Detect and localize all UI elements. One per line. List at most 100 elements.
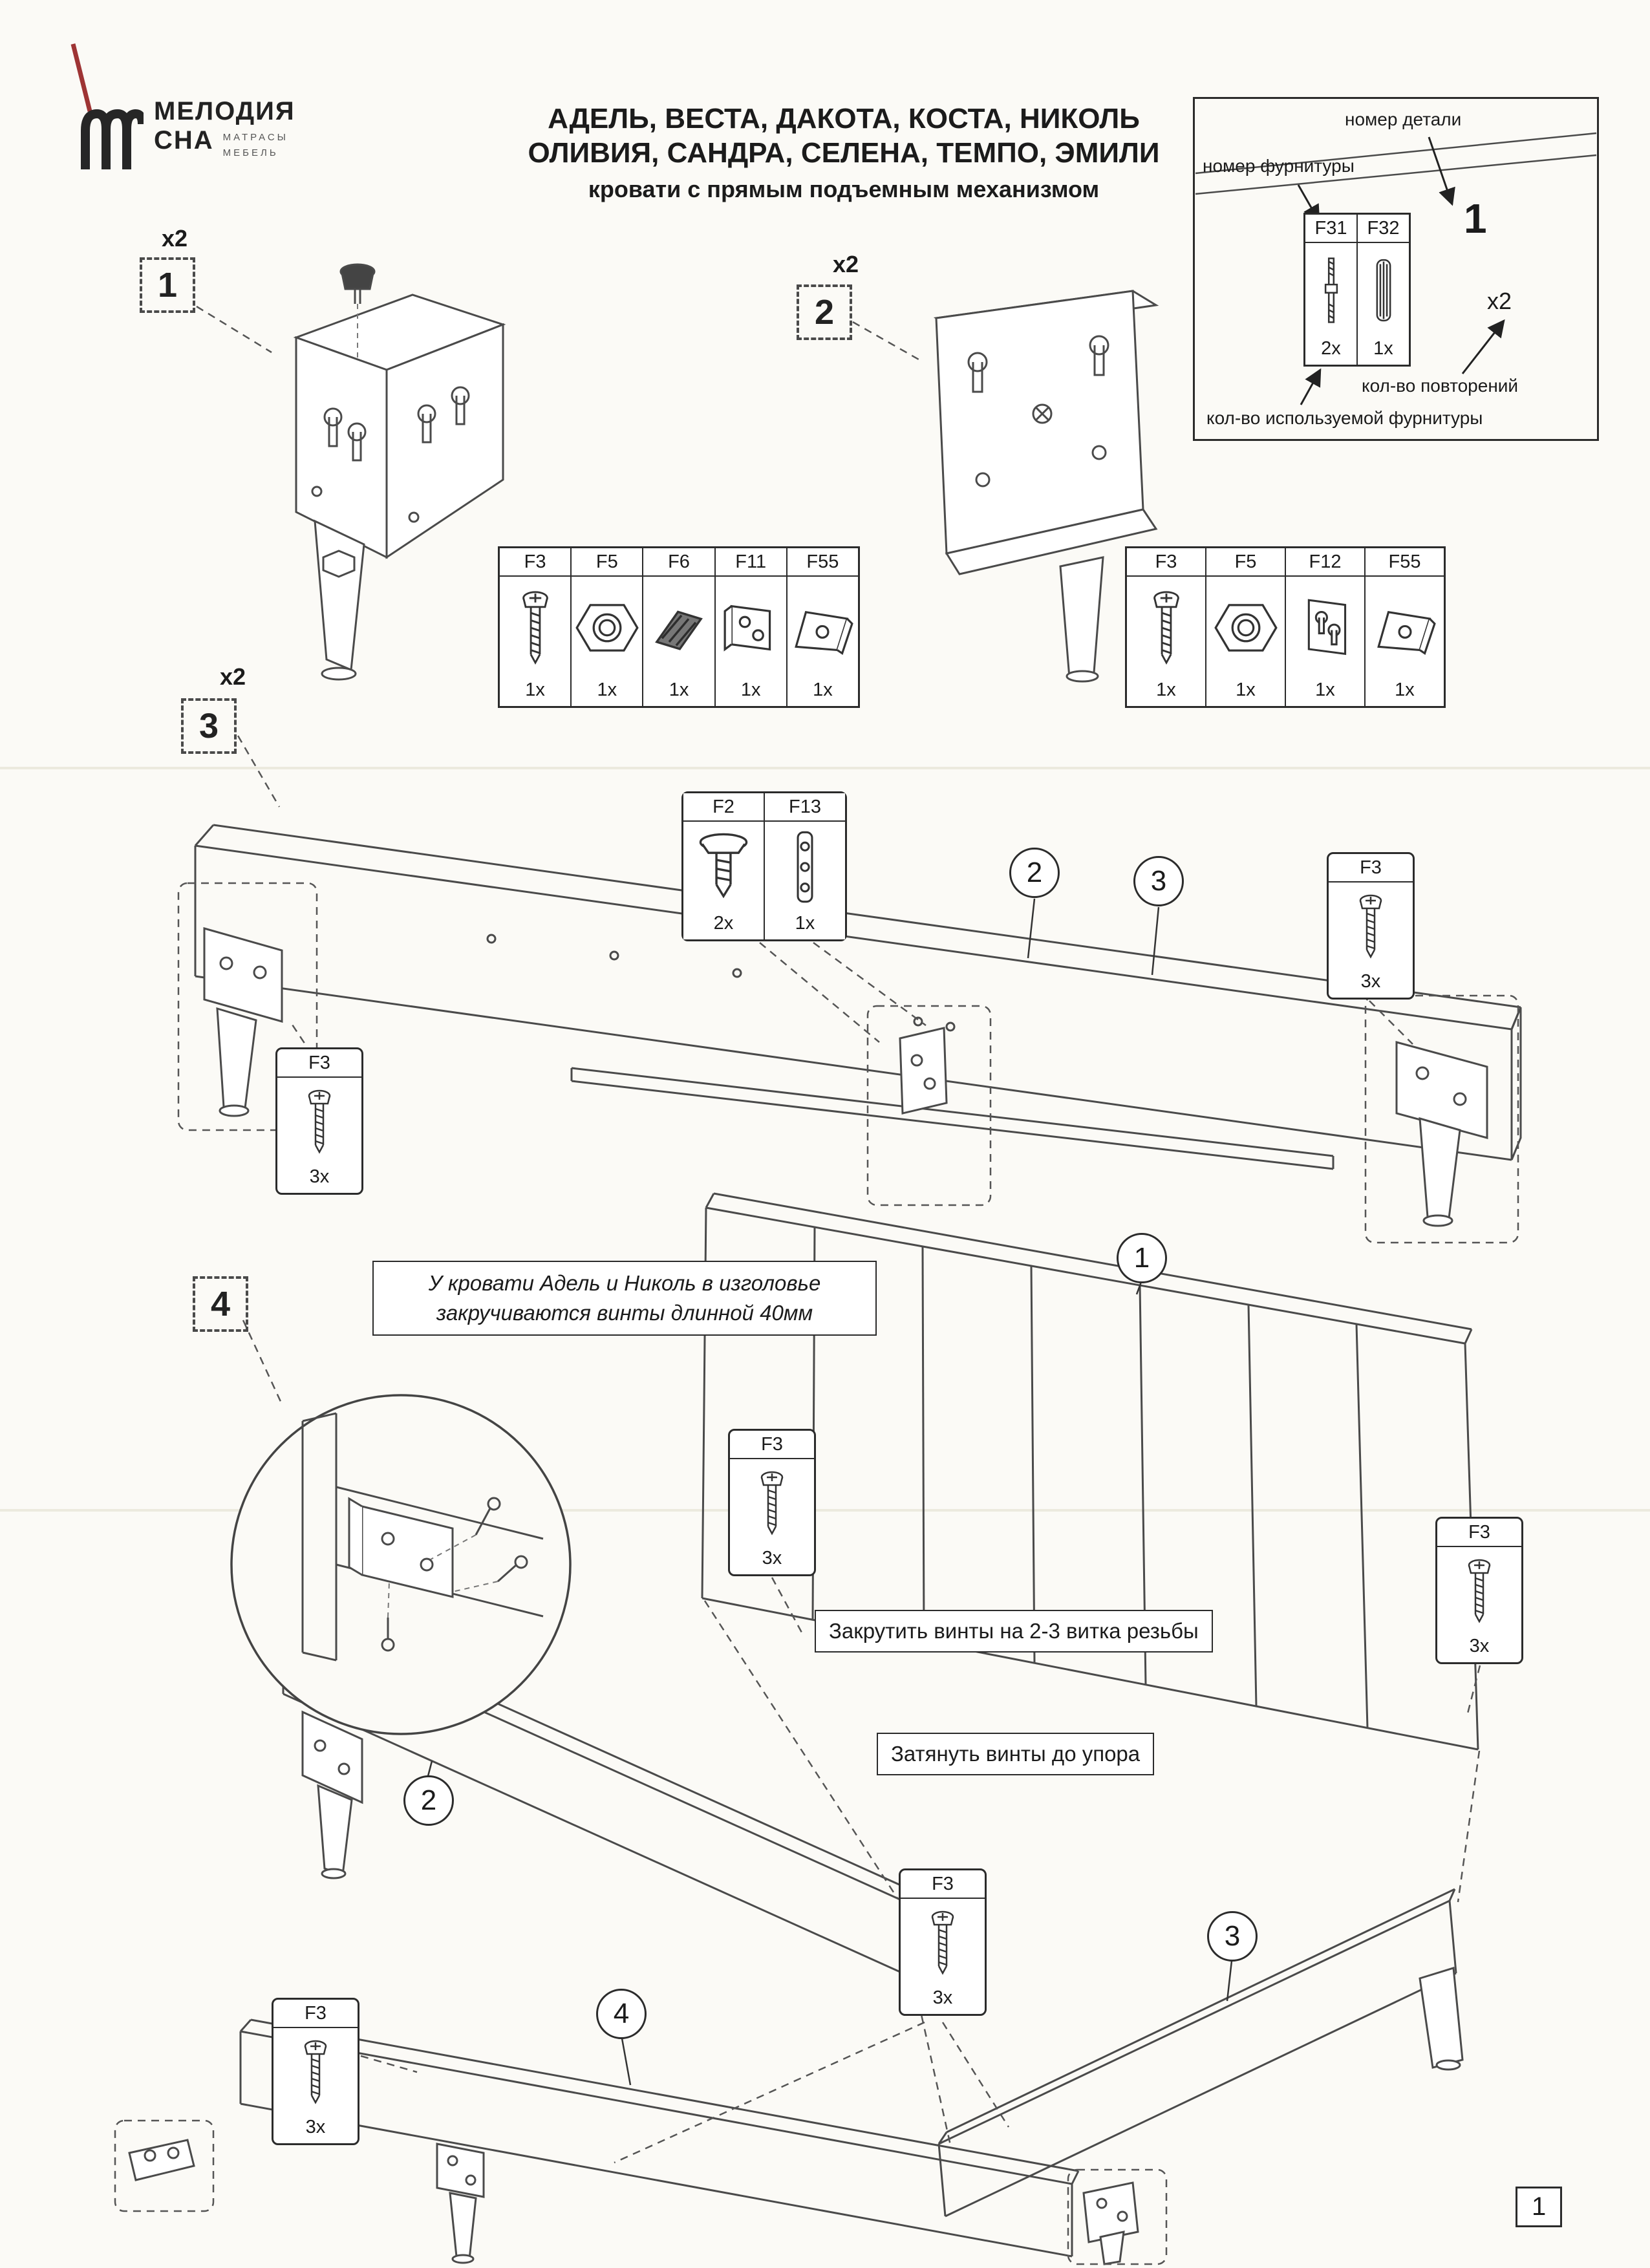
hex-nut-icon — [572, 577, 642, 678]
hardware-code: F2 — [683, 793, 764, 822]
hardware-item-f55: F55 1x — [786, 548, 859, 706]
step4-note-box: У кровати Адель и Николь в изголовье зак… — [372, 1261, 877, 1336]
step1-number: 1 — [140, 257, 195, 313]
page-number: 1 — [1516, 2187, 1563, 2227]
mounting-plate-icon — [716, 577, 786, 678]
legend-repeat-count: x2 — [1487, 288, 1512, 314]
ref-circle-right-rail: 3 — [1207, 1911, 1258, 1962]
mounting-plate-icon — [1286, 577, 1364, 678]
step3-number: 3 — [181, 698, 237, 754]
step1-bracket-drawing — [293, 263, 506, 681]
step4-number: 4 — [193, 1276, 248, 1332]
confirmat-screw-icon — [500, 577, 570, 678]
note-line1: У кровати Адель и Николь в изголовье — [428, 1271, 821, 1295]
legend-arrows — [1195, 132, 1597, 405]
brand-name-line1: МЕЛОДИЯ — [154, 97, 295, 125]
flat-head-screw-icon — [683, 822, 764, 912]
hardware-qty: 1x — [813, 679, 833, 700]
instruction-box-1: Закрутить винты на 2-3 витка резьбы — [815, 1610, 1213, 1653]
step3-ref-leaders — [1027, 898, 1160, 976]
hardware-code: F6 — [643, 548, 714, 577]
legend-hardware-number-label: номер фурнитуры — [1203, 156, 1355, 176]
hardware-item-f55: F55 1x — [1364, 548, 1444, 706]
brand-text: МЕЛОДИЯ СНА МАТРАСЫ МЕБЕЛЬ — [154, 97, 320, 161]
hardware-code: F13 — [765, 793, 845, 822]
confirmat-screw-icon — [277, 1078, 361, 1165]
magnifier-detail — [230, 1394, 572, 1735]
step4-callout-frame-mid: F3 3x — [899, 1868, 987, 2016]
corner-wedge-icon — [788, 577, 858, 678]
hardware-qty: 1x — [1156, 679, 1176, 700]
hardware-code: F3 — [1127, 548, 1205, 577]
hardware-code: F55 — [1366, 548, 1444, 577]
corner-wedge-icon — [1366, 577, 1444, 678]
washer-pad-icon — [643, 577, 714, 678]
hardware-qty: 1x — [1395, 679, 1415, 700]
hardware-qty: 3x — [1360, 971, 1381, 992]
hardware-qty: 3x — [309, 1166, 330, 1187]
ref-circle-step3: 3 — [1133, 856, 1184, 906]
step4-frame-drawing — [128, 1610, 1464, 2265]
hardware-qty: 1x — [1236, 679, 1256, 700]
hardware-qty: 3x — [1469, 1636, 1490, 1656]
hardware-code: F3 — [500, 548, 571, 577]
page-title-line2: ОЛИВИЯ, САНДРА, СЕЛЕНА, ТЕМПО, ЭМИЛИ — [528, 136, 1160, 169]
hardware-code: F12 — [1286, 548, 1364, 577]
hardware-code: F55 — [787, 548, 859, 577]
instruction-box-2: Затянуть винты до упора — [877, 1733, 1155, 1775]
mounting-strip-icon — [765, 822, 845, 912]
brand-name-line2: СНА — [154, 126, 214, 155]
step1-hardware-box: F3 1x F5 1x F6 1x F11 1x — [498, 546, 860, 708]
ref-circle-front-rail: 4 — [596, 1989, 647, 2039]
hex-nut-icon — [1206, 577, 1285, 678]
hardware-item-f11: F11 1x — [714, 548, 786, 706]
hardware-qty: 3x — [305, 2117, 326, 2137]
confirmat-screw-icon — [273, 2028, 358, 2115]
step4-ref-leaders — [427, 1281, 1233, 2086]
step4-callout-headboard-left: F3 3x — [728, 1429, 816, 1576]
legend-hardware-qty-label: кол-во используемой фурнитуры — [1206, 408, 1483, 428]
dowel-screw-icon — [1305, 243, 1356, 337]
hardware-code: F3 — [1437, 1519, 1521, 1547]
step3-rail-drawing — [194, 824, 1522, 1227]
hardware-qty: 3x — [932, 1987, 953, 2008]
confirmat-screw-icon — [901, 1899, 985, 1986]
hardware-qty: 1x — [740, 679, 761, 700]
hardware-qty: 1x — [1373, 338, 1393, 359]
step1-repeat-count: x2 — [162, 225, 188, 251]
hardware-item-f3: F3 1x — [1127, 548, 1205, 706]
hardware-item-f5: F5 1x — [570, 548, 643, 706]
red-pen-mark — [70, 43, 92, 112]
hardware-item-f32: F32 1x — [1356, 215, 1409, 365]
hardware-code: F5 — [572, 548, 643, 577]
ref-circle-headboard: 1 — [1117, 1233, 1167, 1283]
hardware-qty: 1x — [669, 679, 689, 700]
hardware-code: F3 — [1329, 854, 1413, 883]
hardware-item-f6: F6 1x — [642, 548, 714, 706]
hardware-item-f31: F31 2x — [1305, 215, 1356, 365]
brand-subtitle: МАТРАСЫ МЕБЕЛЬ — [222, 132, 288, 158]
confirmat-screw-icon — [1329, 883, 1413, 970]
legend-part-number-label: номер детали — [1345, 109, 1462, 129]
step3-callout-right: F3 3x — [1327, 852, 1415, 1000]
hardware-qty: 1x — [1315, 679, 1335, 700]
step3-dashed-callouts — [177, 882, 1519, 1244]
confirmat-screw-icon — [1437, 1547, 1521, 1634]
legend-box: номер детали номер фурнитуры 1 x2 F31 2x… — [1193, 97, 1599, 441]
hardware-code: F31 — [1305, 215, 1356, 243]
hardware-qty: 3x — [762, 1548, 782, 1568]
step-leaders — [196, 305, 924, 1405]
hardware-code: F3 — [901, 1870, 985, 1899]
header: АДЕЛЬ, ВЕСТА, ДАКОТА, КОСТА, НИКОЛЬ ОЛИВ… — [478, 102, 1209, 203]
hardware-item-f5: F5 1x — [1205, 548, 1285, 706]
confirmat-screw-icon — [730, 1459, 814, 1546]
confirmat-screw-icon — [1127, 577, 1205, 678]
step3-repeat-count: x2 — [220, 663, 246, 690]
hardware-code: F32 — [1358, 215, 1409, 243]
step2-hardware-box: F3 1x F5 1x F12 1x F55 1x — [1125, 546, 1446, 708]
legend-hardware-box: F31 2x F32 1x — [1303, 213, 1411, 367]
hardware-qty: 2x — [713, 913, 734, 934]
hardware-item-f3: F3 1x — [500, 548, 571, 706]
